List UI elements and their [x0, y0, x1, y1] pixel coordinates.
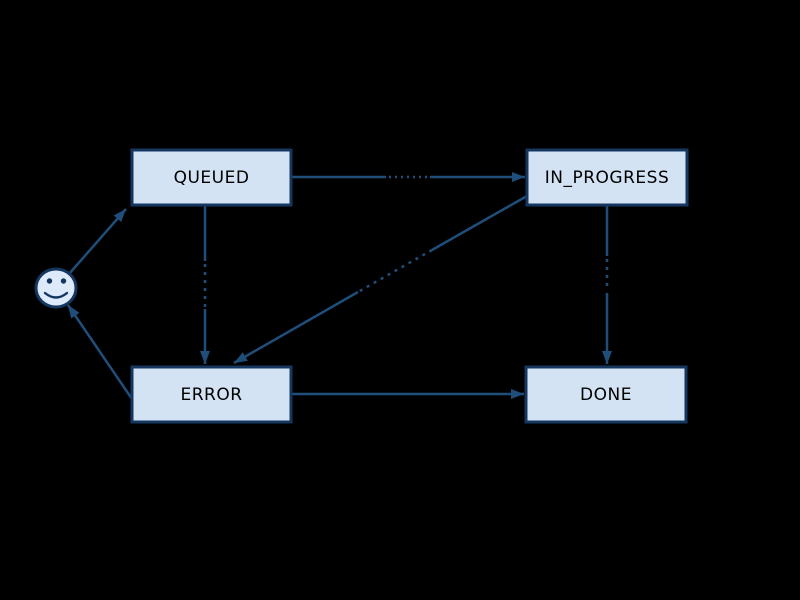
node-queued-box: [130, 148, 293, 207]
edge-in-progress-to-error: [233, 194, 528, 365]
node-done-box: [524, 365, 688, 424]
edge-segment: [233, 290, 359, 365]
node-done: DONE: [524, 365, 688, 424]
node-done-label: DONE: [580, 385, 632, 405]
smiley-right-eye: [60, 278, 67, 284]
node-start-smiley: [34, 267, 78, 309]
node-error: ERROR: [130, 365, 293, 424]
node-in-progress-label: IN_PROGRESS: [545, 168, 669, 188]
edge-label-artifact: [357, 248, 433, 294]
smiley-face-icon: [34, 267, 78, 309]
smiley-mouth: [43, 291, 69, 299]
edge-segment: [66, 304, 134, 400]
edge-segment: [431, 194, 528, 252]
edge-segment: [68, 208, 127, 275]
node-error-box: [130, 365, 293, 424]
node-in-progress: IN_PROGRESS: [525, 148, 689, 207]
edge-start-to-queued: [68, 208, 127, 275]
node-queued-label: QUEUED: [174, 168, 250, 188]
edge-error-to-start: [66, 304, 134, 400]
node-queued: QUEUED: [130, 148, 293, 207]
node-error-label: ERROR: [180, 385, 242, 405]
node-in-progress-box: [525, 148, 689, 207]
smiley-left-eye: [46, 278, 53, 284]
